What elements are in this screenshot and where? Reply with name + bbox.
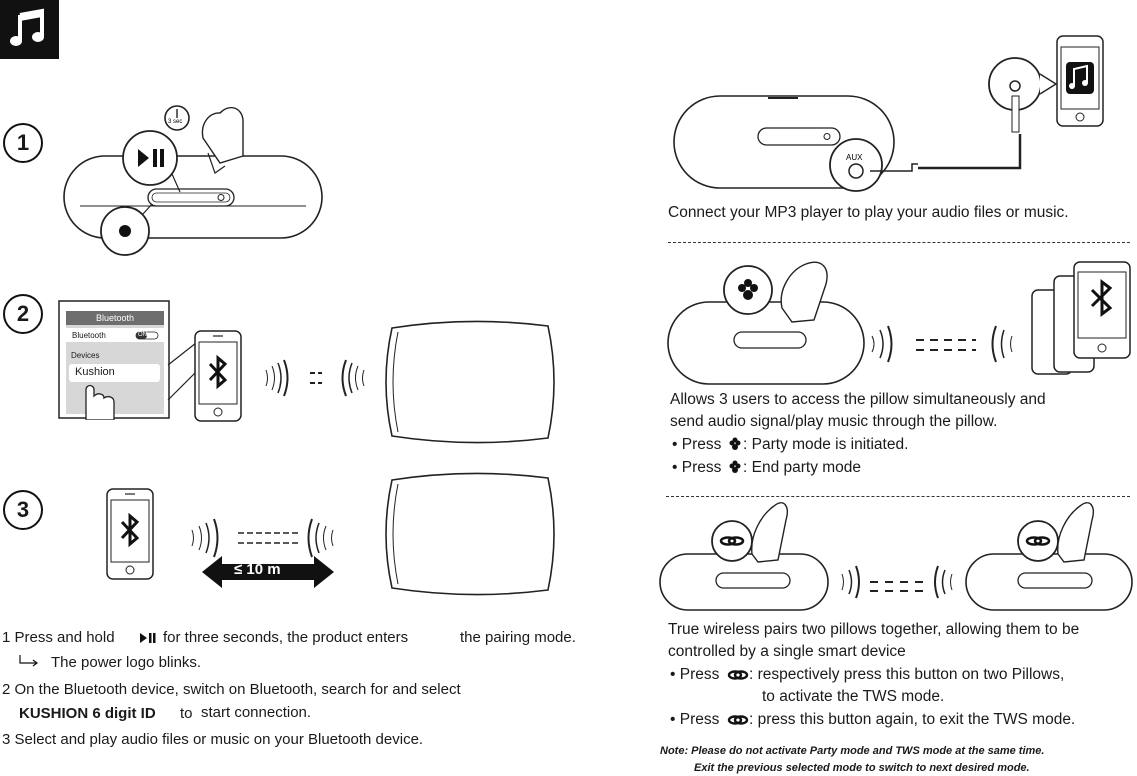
step1-text-a: 1 Press and hold — [2, 629, 115, 646]
step1-subtext: The power logo blinks. — [51, 654, 202, 671]
step2-text-a: 2 On the Bluetooth device, switch on Blu… — [2, 681, 461, 698]
step2-device-id: KUSHION 6 digit ID — [19, 705, 156, 722]
power-icon — [119, 225, 131, 237]
party-bullet1-pre: • Press — [672, 436, 722, 453]
party-mode-icon — [738, 279, 758, 300]
step3-phone — [106, 488, 154, 580]
tapping-hand-icon — [85, 384, 115, 420]
tws-bullet1-pre: • Press — [670, 666, 720, 683]
tws-bullet1-post: : respectively press this button on two … — [749, 666, 1065, 683]
tws-bullet1-cont: to activate the TWS mode. — [762, 688, 945, 705]
party-bullet1-post: : Party mode is initiated. — [743, 436, 909, 453]
tws-line2: controlled by a single smart device — [668, 643, 906, 660]
device-name: Kushion — [75, 366, 115, 378]
bt-toggle-text: ON — [138, 332, 147, 338]
step3-text: 3 Select and play audio files or music o… — [2, 731, 424, 748]
devices-label: Devices — [71, 351, 100, 360]
party-mode-icon — [729, 460, 741, 473]
party-bullet2-pre: • Press — [672, 459, 722, 476]
tws-link-icon — [727, 715, 749, 725]
bluetooth-settings-screen — [58, 300, 197, 420]
step2-pillow-side — [385, 320, 555, 444]
step1-text-b: for three seconds, the product enters — [163, 629, 409, 646]
pressing-hand-icon — [780, 261, 828, 323]
party-mode-illustration — [667, 261, 1131, 385]
party-mode-icon — [729, 437, 741, 450]
step3-range-graphic — [191, 518, 334, 588]
divider-2 — [666, 496, 1130, 497]
bt-screen-title: Bluetooth — [95, 313, 135, 323]
headphone-jack-icon — [1009, 80, 1021, 92]
tws-mode-illustration — [659, 502, 1133, 611]
step2-signal-waves — [265, 359, 365, 397]
bt-row-label: Bluetooth — [72, 331, 106, 340]
pressing-hand-icon — [201, 106, 244, 164]
aux-connection-illustration: AUX — [673, 35, 1104, 192]
distance-label: ≤ 10 m — [234, 561, 281, 578]
step-number-1: 1 — [3, 123, 43, 163]
arrow-return-icon — [19, 655, 38, 667]
play-pause-icon — [140, 633, 156, 643]
tws-bullet2-post: : press this button again, to exit the T… — [749, 711, 1076, 728]
step2-phone — [194, 330, 242, 422]
step1-text-c: the pairing mode. — [460, 629, 576, 646]
bluetooth-icon — [208, 354, 228, 390]
play-icon — [138, 149, 149, 167]
step3-pillow-side — [385, 472, 555, 596]
aux-caption: Connect your MP3 player to play your aud… — [668, 204, 1069, 221]
aux-label: AUX — [846, 153, 863, 162]
step1-pillow-illustration: 3 sec — [63, 105, 323, 256]
tws-bullet2-pre: • Press — [670, 711, 720, 728]
tws-link-icon — [727, 670, 749, 680]
party-line1: Allows 3 users to access the pillow simu… — [670, 391, 1046, 408]
timer-label: 3 sec — [168, 119, 182, 125]
tws-line1: True wireless pairs two pillows together… — [668, 621, 1080, 638]
step-number-3: 3 — [3, 490, 43, 530]
note-line2: Exit the previous selected mode to switc… — [694, 762, 1030, 774]
tws-link-icon — [1025, 536, 1051, 546]
note-line1: Note: Please do not activate Party mode … — [660, 745, 1045, 757]
distance-arrow — [202, 556, 334, 588]
party-bullet2-post: : End party mode — [743, 459, 862, 476]
tws-link-icon — [719, 536, 745, 546]
divider-1 — [668, 242, 1130, 243]
music-note-icon — [10, 8, 44, 46]
step2-text-to: to — [180, 705, 193, 722]
bluetooth-icon — [1090, 279, 1113, 317]
party-line2: send audio signal/play music through the… — [670, 413, 998, 430]
step-number-2: 2 — [3, 294, 43, 334]
step2-text-end: start connection. — [201, 704, 312, 721]
music-note-badge — [0, 0, 59, 59]
pressing-hand-icon — [751, 502, 788, 563]
pressing-hand-icon — [1057, 502, 1094, 563]
bluetooth-icon — [120, 512, 140, 548]
